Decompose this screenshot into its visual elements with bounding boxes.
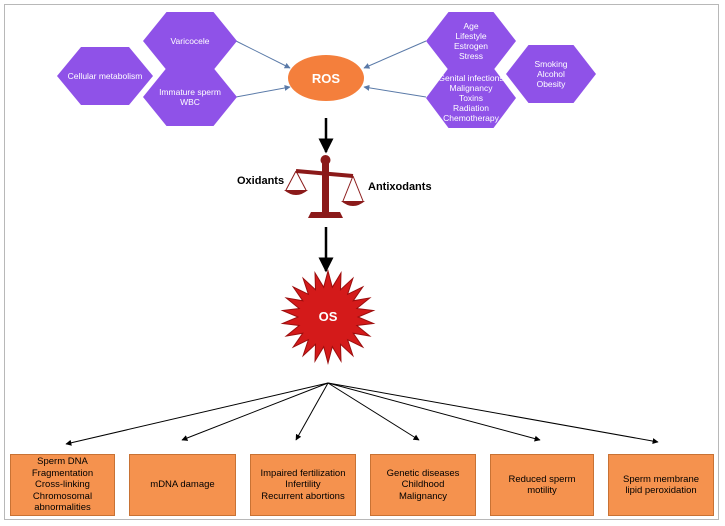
hexagon-cellular-metabolism-label: Cellular metabolism [67,71,143,81]
os-starburst-icon [280,269,376,365]
os-label: OS [318,308,338,324]
hexagon-smoking-label: Smoking Alcohol Obesity [534,59,568,89]
outcome-fertilization-label: Impaired fertilization Infertility Recur… [260,467,346,502]
hexagon-genital-infections: Genital infections Malignancy Toxins Rad… [426,68,516,128]
outcome-sperm-dna: Sperm DNA Fragmentation Cross-linking Ch… [10,454,115,516]
balance-scale-icon [284,155,365,218]
outcome-motility-label: Reduced sperm motility [508,473,576,497]
outcome-mdna: mDNA damage [129,454,236,516]
hexagon-varicocele: Varicocele [143,12,237,70]
hexagon-age-label: Age Lifestyle Estrogen Stress [453,21,489,61]
hexagon-varicocele-label: Varicocele [170,36,210,46]
outcome-mdna-label: mDNA damage [150,479,215,491]
outcome-genetic: Genetic diseases Childhood Malignancy [370,454,476,516]
outcome-motility: Reduced sperm motility [490,454,594,516]
arrow-os-to-sperm-dna [65,382,329,446]
outcome-fertilization: Impaired fertilization Infertility Recur… [250,454,356,516]
hexagon-immature-sperm-label: Immature sperm WBC [159,87,221,107]
hexagon-immature-sperm: Immature sperm WBC [143,68,237,126]
arrow-os-to-motility [327,382,541,442]
outcome-peroxidation: Sperm membrane lipid peroxidation [608,454,714,516]
oxidants-label: Oxidants [237,175,285,187]
outcome-sperm-dna-label: Sperm DNA Fragmentation Cross-linking Ch… [31,456,94,514]
arrow-genital-infections-to-ros [363,84,427,98]
arrow-os-to-mdna [181,382,329,441]
hexagon-genital-infections-label: Genital infections Malignancy Toxins Rad… [438,73,504,123]
ros-label: ROS [311,70,341,86]
hexagon-smoking: Smoking Alcohol Obesity [506,45,596,103]
arrow-immature-sperm-to-ros [235,85,291,98]
ros-node: ROS [288,55,364,101]
arrow-varicocele-to-ros [235,40,291,69]
outcome-peroxidation-label: Sperm membrane lipid peroxidation [622,473,700,497]
figure-frame [4,4,719,520]
arrow-age-to-ros [363,40,427,69]
antioxidants-label: Antixodants [368,181,432,193]
arrow-os-to-peroxidation [327,382,659,445]
arrow-os-to-fertilization [295,382,329,441]
outcome-genetic-label: Genetic diseases Childhood Malignancy [386,467,460,502]
arrow-os-to-genetic [327,382,420,441]
